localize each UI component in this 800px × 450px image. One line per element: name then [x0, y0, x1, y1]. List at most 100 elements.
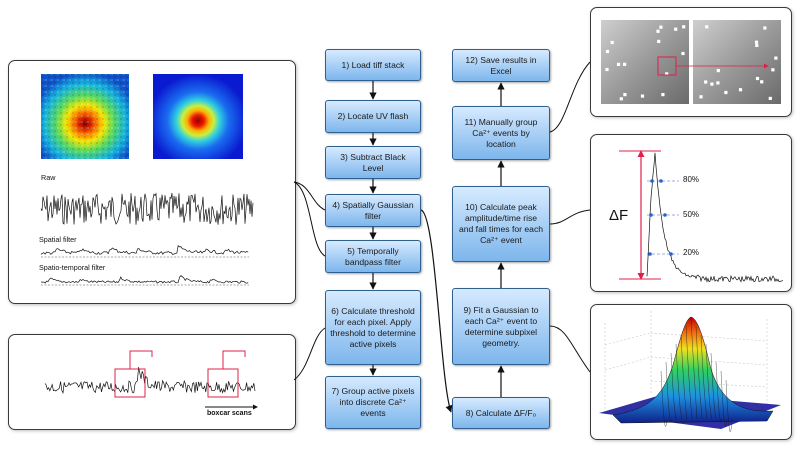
step-5-text: 5) Temporally bandpass filter	[345, 245, 401, 267]
event-dot	[665, 72, 669, 76]
threshold-illustration-graphics	[44, 350, 258, 410]
event-dot	[605, 49, 610, 54]
connector-step11-to-grouping-panel	[549, 61, 591, 133]
raw-trace-label: Raw	[41, 173, 56, 182]
marker-80-rise	[650, 179, 654, 183]
event-dot	[657, 39, 661, 43]
connector-step9-to-gaussian-panel	[549, 325, 591, 373]
frame-image-right	[693, 20, 781, 104]
mesh-line	[720, 370, 728, 427]
step-11-manually-group-events: 11) Manually group Ca²⁺ events by locati…	[452, 106, 550, 160]
event-dot	[656, 29, 660, 33]
arrow-4-to-8	[420, 209, 453, 413]
event-dot	[763, 26, 767, 30]
event-dot	[682, 25, 686, 29]
step-4-spatial-gaussian-filter: 4) Spatially Gaussian filter	[325, 194, 421, 227]
frame-image-left	[601, 20, 689, 104]
marker-20-rise	[648, 252, 652, 256]
peak-measurement-graphics	[619, 150, 784, 283]
marker-20-fall	[669, 252, 673, 256]
marker-50-fall	[663, 213, 667, 217]
event-dot	[616, 62, 621, 66]
spatiotemporal-filter-trace	[40, 275, 249, 284]
step-4-text: 4) Spatially Gaussian filter	[332, 199, 414, 221]
step-7-group-active-pixels: 7) Group active pixels into discrete Ca²…	[325, 376, 421, 429]
filter-illustration-panel: Raw Spatial filter Spatio-temporal filte…	[8, 60, 296, 304]
step-8-text: 8) Calculate ΔF/F₀	[465, 407, 537, 418]
step-3-subtract-black-level: 3) Subtract Black Level	[325, 146, 421, 179]
mesh-line	[725, 379, 733, 432]
pct-50-label: 50%	[683, 210, 700, 219]
mesh-line	[680, 334, 688, 420]
step-11-text: 11) Manually group Ca²⁺ events by locati…	[464, 116, 538, 149]
event-dot	[768, 96, 772, 100]
mesh-line	[710, 352, 718, 420]
step-2-locate-uv-flash: 2) Locate UV flash	[325, 100, 421, 133]
event-dot	[640, 94, 645, 98]
event-dot	[605, 67, 609, 72]
marker-50-rise	[649, 213, 653, 217]
step-1-text: 1) Load tiff stack	[341, 59, 405, 70]
step-10-text: 10) Calculate peak amplitude/time rise a…	[458, 202, 544, 245]
event-dot	[659, 25, 663, 29]
event-dot	[705, 25, 709, 29]
event-dot	[754, 40, 759, 44]
boxcar-marker-2	[222, 350, 246, 369]
event-dot	[771, 68, 775, 72]
boxcar-window-2	[207, 368, 239, 398]
delta-f-label: ΔF	[609, 207, 629, 224]
event-dot	[774, 56, 778, 60]
event-dot	[623, 93, 627, 97]
boxcar-trace	[44, 367, 256, 395]
event-dot	[699, 95, 703, 99]
mesh-line	[695, 325, 703, 420]
peak-trace	[646, 152, 784, 283]
connector-panel-to-step4	[293, 181, 326, 211]
gaussian-fit-graphics	[599, 311, 781, 432]
mesh-line	[690, 316, 698, 420]
mesh-line	[670, 352, 678, 420]
grouping-illustration-graphics	[601, 20, 781, 104]
mesh-line	[705, 343, 713, 420]
step-5-temporal-bandpass-filter: 5) Temporally bandpass filter	[325, 240, 421, 273]
spatial-filter-trace	[40, 245, 249, 255]
event-dot	[704, 80, 708, 84]
boxcar-caption: boxcar scans	[207, 410, 252, 417]
step-2-text: 2) Locate UV flash	[337, 111, 409, 121]
step-9-text: 9) Fit a Gaussian to each Ca²⁺ event to …	[463, 304, 539, 348]
event-dot	[610, 40, 614, 45]
marker-80-fall	[659, 179, 663, 183]
mesh-line	[685, 325, 693, 420]
event-dot	[724, 90, 728, 95]
event-dot	[710, 82, 714, 86]
mesh-line	[665, 361, 673, 423]
event-dot	[619, 97, 623, 101]
step-7-text: 7) Group active pixels into discrete Ca²…	[331, 386, 415, 418]
mesh-line	[660, 370, 668, 427]
pct-80-label: 80%	[683, 175, 700, 184]
pct-20-label: 20%	[683, 248, 700, 257]
step-12-save-results: 12) Save results in Excel	[452, 49, 550, 82]
step-12-text: 12) Save results in Excel	[465, 54, 537, 76]
boxcar-marker-1	[129, 350, 153, 369]
event-dot	[755, 76, 760, 81]
event-dot	[674, 27, 678, 31]
event-dot	[755, 43, 759, 47]
threshold-illustration-panel: boxcar scans	[8, 334, 296, 430]
filter-illustration-graphics	[40, 74, 254, 286]
filtered-heatmap-image	[153, 74, 243, 159]
step-8-calculate-dff0: 8) Calculate ΔF/F₀	[452, 397, 550, 429]
step-10-calculate-peak-amplitude: 10) Calculate peak amplitude/time rise a…	[452, 186, 550, 262]
event-dot	[738, 88, 743, 92]
mesh-line	[675, 343, 683, 420]
connector-step10-to-peak-panel	[549, 209, 591, 225]
event-dot	[681, 51, 685, 56]
event-dot	[760, 80, 764, 84]
mesh-line	[715, 361, 723, 423]
raw-trace	[40, 192, 254, 225]
step-6-calculate-threshold: 6) Calculate threshold for each pixel. A…	[325, 290, 421, 365]
step-1-load-tiff-stack: 1) Load tiff stack	[325, 49, 421, 81]
event-dot	[623, 62, 627, 66]
step-9-fit-gaussian: 9) Fit a Gaussian to each Ca²⁺ event to …	[452, 288, 550, 365]
peak-measurement-panel: ΔF 80% 50% 20%	[590, 134, 792, 292]
